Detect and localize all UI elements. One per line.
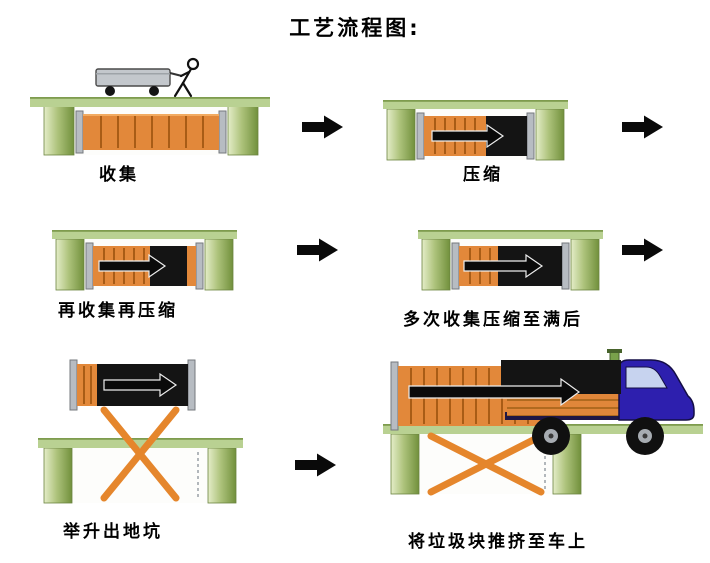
step-label-compression: 压缩	[463, 165, 503, 185]
waste-container	[75, 110, 227, 154]
waste-container	[416, 112, 535, 160]
step-label-lift-out: 举升出地坑	[63, 522, 163, 542]
pit	[38, 438, 243, 504]
push-direction-arrow	[98, 253, 167, 279]
right-arrow-icon	[302, 115, 343, 139]
right-arrow-icon	[622, 115, 663, 139]
push-direction-arrow	[408, 377, 581, 407]
truck	[408, 349, 695, 455]
flow-arrow-1	[302, 114, 344, 140]
right-arrow-icon	[622, 238, 663, 262]
step-6-truck-figure	[383, 348, 703, 513]
waste-container	[451, 242, 570, 290]
scissor-lift	[100, 406, 180, 502]
recompress-drawing	[52, 230, 237, 291]
right-arrow-icon	[297, 238, 338, 262]
hand-cart	[95, 68, 183, 96]
flow-arrow-4	[622, 237, 664, 263]
push-direction-arrow	[103, 372, 178, 398]
push-direction-arrow	[431, 123, 505, 149]
step-2-compression-figure	[383, 92, 568, 162]
step-5-lift-figure	[38, 358, 243, 508]
page-title: 工艺流程图:	[289, 16, 421, 40]
step-label-until-full: 多次收集压缩至满后	[403, 310, 583, 330]
truck-front-wheel	[626, 417, 664, 455]
worker-figure	[173, 57, 200, 98]
flow-arrow-2	[622, 114, 664, 140]
push-direction-arrow	[463, 253, 544, 279]
step-label-push-onto-truck: 将垃圾块推挤至车上	[408, 532, 588, 552]
flow-arrow-5	[295, 452, 337, 478]
step-1-collection-figure	[30, 55, 270, 160]
waste-container	[69, 359, 196, 411]
truck-rear-wheel	[532, 417, 570, 455]
compression-drawing	[383, 100, 568, 161]
step-label-collection: 收集	[99, 165, 139, 185]
full-container-drawing	[418, 230, 603, 291]
flow-arrow-3	[297, 237, 339, 263]
right-arrow-icon	[295, 453, 336, 477]
step-4-full-container-figure	[418, 222, 603, 292]
collection-drawing	[30, 57, 270, 156]
truck-loading-drawing	[383, 349, 703, 496]
truck-window	[625, 366, 668, 389]
step-3-recompress-figure	[52, 222, 237, 292]
step-label-recollect: 再收集再压缩	[58, 301, 178, 321]
waste-container	[85, 242, 204, 290]
lift-drawing	[38, 359, 243, 504]
scissor-lift	[427, 432, 545, 496]
